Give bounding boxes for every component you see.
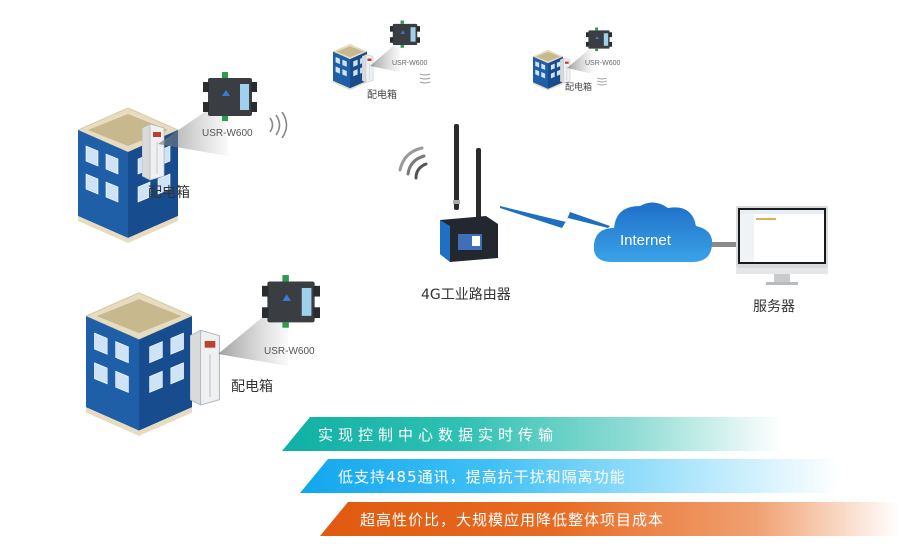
server-monitor-icon [736,206,828,285]
usr-w600-device-3 [586,26,612,58]
wireless-signal-icon-2 [419,73,431,84]
feature-banner-2: 低支持485通讯，提高抗干扰和隔离功能 [300,459,840,493]
feature-banner-3: 超高性价比，大规模应用降低整体项目成本 [320,502,900,536]
router-wireless-signal-icon [398,146,428,180]
feature-banner-1: 实现控制中心数据实时传输 [282,417,782,451]
cloud-server-connector [712,242,738,247]
router-label: 4G工业路由器 [421,287,511,303]
device-label-3: USR-W600 [585,60,621,67]
building-label-3: 配电箱 [565,83,593,93]
internet-cloud-icon [593,202,713,262]
signal-beam-3 [567,46,593,74]
device-label-4: USR-W600 [264,346,315,357]
usr-w600-device-1 [203,72,257,128]
feature-text-1: 实现控制中心数据实时传输 [318,425,559,444]
server-label: 服务器 [753,299,795,315]
building-label-1: 配电箱 [148,185,190,201]
usr-w600-device-4 [262,274,320,336]
cloud-label: Internet [620,232,671,249]
device-label-2: USR-W600 [392,60,428,67]
feature-text-2: 低支持485通讯，提高抗干扰和隔离功能 [338,467,626,486]
wireless-signal-icon-1 [269,112,288,138]
feature-text-3: 超高性价比，大规模应用降低整体项目成本 [360,510,665,529]
building-label-2: 配电箱 [367,90,397,101]
building-site-3 [532,49,564,96]
building-site-4 [85,292,193,446]
4g-router-device [440,124,498,262]
usr-w600-device-2 [390,18,420,56]
wireless-link-icon [500,206,610,228]
wireless-signal-icon-3 [596,77,608,86]
device-label-1: USR-W600 [202,128,253,139]
building-label-4: 配电箱 [231,379,273,395]
signal-beam-2 [370,40,400,72]
